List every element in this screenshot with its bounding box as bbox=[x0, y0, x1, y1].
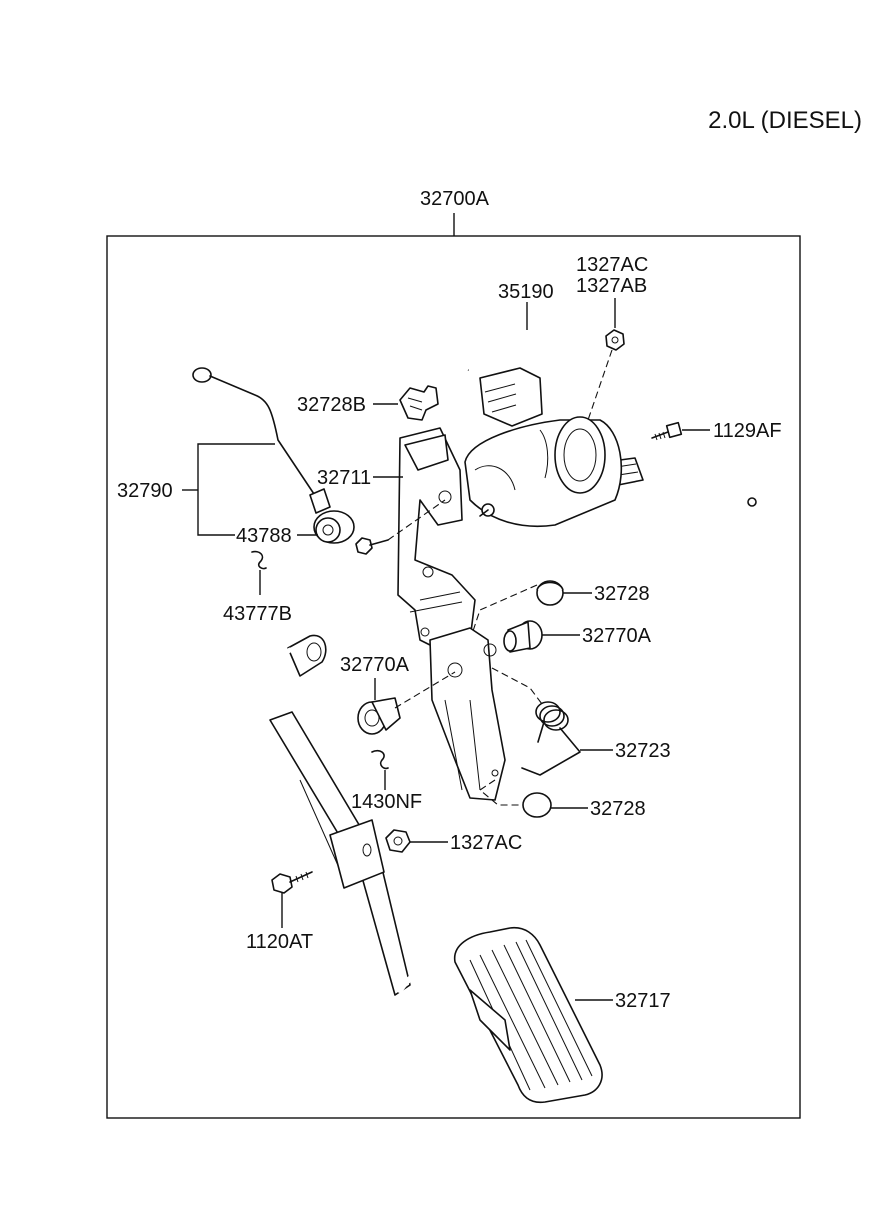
label-sensor-group[interactable]: 32790 bbox=[117, 480, 173, 502]
label-assembly[interactable]: 32700A bbox=[420, 188, 490, 210]
bushing-left-dash bbox=[394, 671, 456, 709]
pin-43777b-part bbox=[251, 550, 267, 570]
cap-lower-part bbox=[522, 792, 552, 818]
pin-1430nf-part bbox=[371, 749, 389, 770]
engine-label: 2.0L (DIESEL) bbox=[708, 107, 862, 134]
label-bushing-left[interactable]: 32770A bbox=[340, 654, 410, 676]
label-bolt-1120at[interactable]: 1120AT bbox=[246, 931, 313, 953]
pedal-sensor-housing bbox=[464, 416, 757, 528]
bolt-1129af-part bbox=[651, 421, 683, 441]
label-bracket[interactable]: 32711 bbox=[317, 467, 371, 489]
label-cap-lower[interactable]: 32728 bbox=[590, 798, 646, 820]
cap-upper-part bbox=[536, 580, 564, 606]
sensor-ring-43788-part bbox=[313, 510, 355, 544]
label-bushing-right[interactable]: 32770A bbox=[582, 625, 652, 647]
bracket-32711 bbox=[397, 427, 476, 651]
bushing-left-part bbox=[357, 697, 401, 735]
label-cap-upper[interactable]: 32728 bbox=[594, 583, 650, 605]
bracket-bolt bbox=[355, 537, 389, 555]
nut-dash-line bbox=[587, 349, 613, 421]
sensor-rod bbox=[192, 367, 331, 514]
bushing-right-part bbox=[503, 620, 543, 653]
clip-32728b-part bbox=[399, 385, 439, 421]
label-pedal-pad[interactable]: 32717 bbox=[615, 990, 671, 1012]
spring-32723-part bbox=[521, 701, 581, 776]
label-harness[interactable]: 35190 bbox=[498, 281, 554, 303]
bolt-1120at-part bbox=[271, 871, 313, 894]
pedal-pad-32717-part bbox=[454, 926, 603, 1104]
pedal-arm-bracket bbox=[429, 627, 506, 801]
label-nut-1327ab[interactable]: 1327AB bbox=[576, 275, 647, 297]
label-pin-1430nf[interactable]: 1430NF bbox=[351, 791, 422, 813]
spring-dash bbox=[491, 667, 543, 705]
sensor-group-bracket bbox=[197, 443, 275, 536]
pedal-lever bbox=[243, 634, 458, 1098]
label-sensor-ring[interactable]: 43788 bbox=[236, 525, 292, 547]
label-spring[interactable]: 32723 bbox=[615, 740, 671, 762]
label-clip[interactable]: 32728B bbox=[297, 394, 366, 416]
nut-1327ab-part bbox=[605, 329, 625, 351]
label-pin-43777b[interactable]: 43777B bbox=[223, 603, 292, 625]
label-nut-1327ac-lower[interactable]: 1327AC bbox=[450, 832, 522, 854]
nut-1327ac-lower-part bbox=[385, 829, 411, 853]
label-bolt-1129af[interactable]: 1129AF bbox=[713, 420, 782, 442]
bracket-bolt-dash bbox=[387, 499, 446, 541]
label-bolt-1327ac-top[interactable]: 1327AC bbox=[576, 254, 648, 276]
